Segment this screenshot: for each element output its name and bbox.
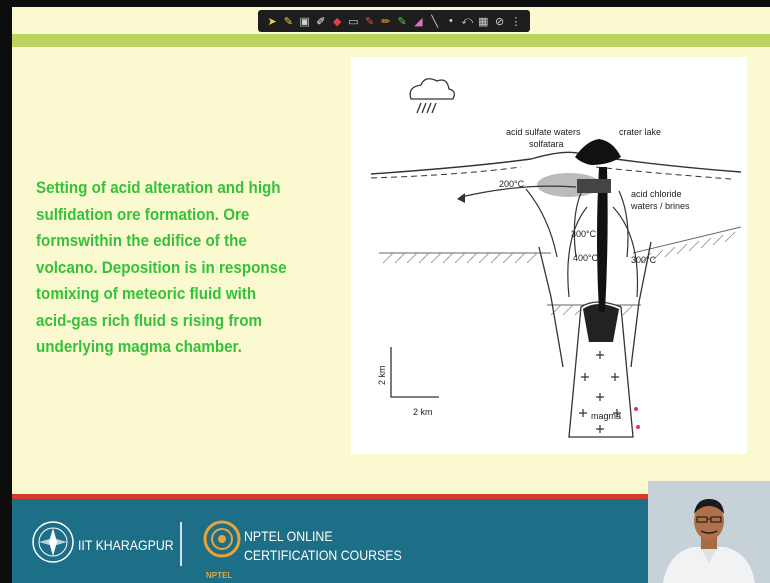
nptel-line-1: NPTEL ONLINE	[244, 528, 333, 544]
eraser-icon[interactable]: ◢	[411, 14, 425, 28]
rain-cloud-icon	[410, 79, 454, 113]
brush-icon[interactable]: ✎	[395, 14, 409, 28]
undo-icon[interactable]: ⤺	[460, 14, 474, 28]
clear-icon[interactable]: ⊘	[493, 14, 507, 28]
label-200c: 200°C	[499, 179, 525, 189]
nptel-small-text: NPTEL	[206, 571, 232, 580]
pencil-icon[interactable]: ✏	[379, 14, 393, 28]
line-icon[interactable]: ╲	[428, 14, 442, 28]
fill-icon[interactable]: ◆	[330, 14, 344, 28]
dot-icon[interactable]: •	[444, 14, 458, 28]
presenter-video	[648, 481, 770, 583]
grid-icon[interactable]: ▦	[476, 14, 490, 28]
label-400c: 400°C	[573, 253, 599, 263]
label-scale-v: 2 km	[377, 365, 387, 385]
presenter-figure	[648, 481, 770, 583]
volcano-diagram: acid sulfate waters solfatara crater lak…	[351, 57, 747, 454]
footer-divider	[180, 522, 182, 566]
scale-bar	[391, 347, 439, 397]
stamp-icon[interactable]: ▣	[298, 14, 312, 28]
iit-kharagpur-logo	[30, 519, 76, 565]
arrow-icon[interactable]: ➤	[265, 14, 279, 28]
highlighter-icon[interactable]: ✐	[314, 14, 328, 28]
volcano-figure: acid sulfate waters solfatara crater lak…	[351, 57, 747, 454]
pen-icon[interactable]: ✎	[281, 14, 295, 28]
slide-top-band	[12, 34, 770, 47]
label-crater-lake: crater lake	[619, 127, 661, 137]
menu-icon[interactable]: ⋮	[509, 14, 523, 28]
nptel-line-2: CERTIFICATION COURSES	[244, 547, 402, 563]
iit-kharagpur-text: IIT KHARAGPUR	[78, 537, 174, 553]
nptel-logo	[202, 519, 242, 569]
marker-icon[interactable]: ✎	[363, 14, 377, 28]
slide-body-text: Setting of acid alteration and high sulf…	[36, 175, 312, 361]
annotation-toolbar: ➤✎▣✐◆▭✎✏✎◢╲•⤺▦⊘⋮	[258, 10, 530, 32]
shape-icon[interactable]: ▭	[346, 14, 360, 28]
label-solfatara: solfatara	[529, 139, 564, 149]
label-300c-b: 300°C	[631, 255, 657, 265]
label-scale-h: 2 km	[413, 407, 433, 417]
label-magma: magma	[591, 411, 621, 421]
label-300c-a: 300°C	[571, 229, 597, 239]
label-waters-brines: waters / brines	[630, 201, 690, 211]
label-acid-sulfate: acid sulfate waters	[506, 127, 581, 137]
label-acid-chloride: acid chloride	[631, 189, 682, 199]
